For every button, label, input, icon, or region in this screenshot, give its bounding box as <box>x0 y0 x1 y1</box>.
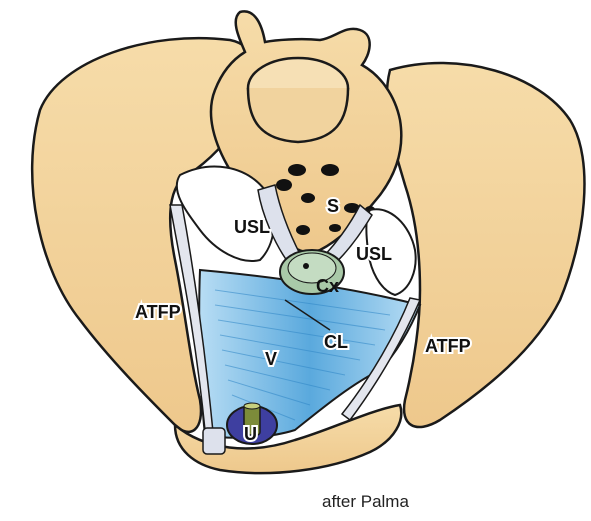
label-atfp-right: ATFP <box>425 336 471 356</box>
credit-caption: after Palma <box>322 492 409 512</box>
label-cardinal-ligament: CL <box>324 332 348 352</box>
right-iliac-bone <box>387 63 585 427</box>
label-urethra: U <box>244 424 257 444</box>
label-usl-right: USL <box>356 244 392 264</box>
urethra-lumen <box>244 403 260 409</box>
label-atfp-left: ATFP <box>135 302 181 322</box>
label-cervix: Cx <box>316 276 339 296</box>
label-sacrum: S <box>327 196 339 216</box>
cervical-os <box>303 263 309 269</box>
label-vagina: V <box>265 349 277 369</box>
label-usl-left: USL <box>234 217 270 237</box>
pubic-band <box>203 428 225 454</box>
